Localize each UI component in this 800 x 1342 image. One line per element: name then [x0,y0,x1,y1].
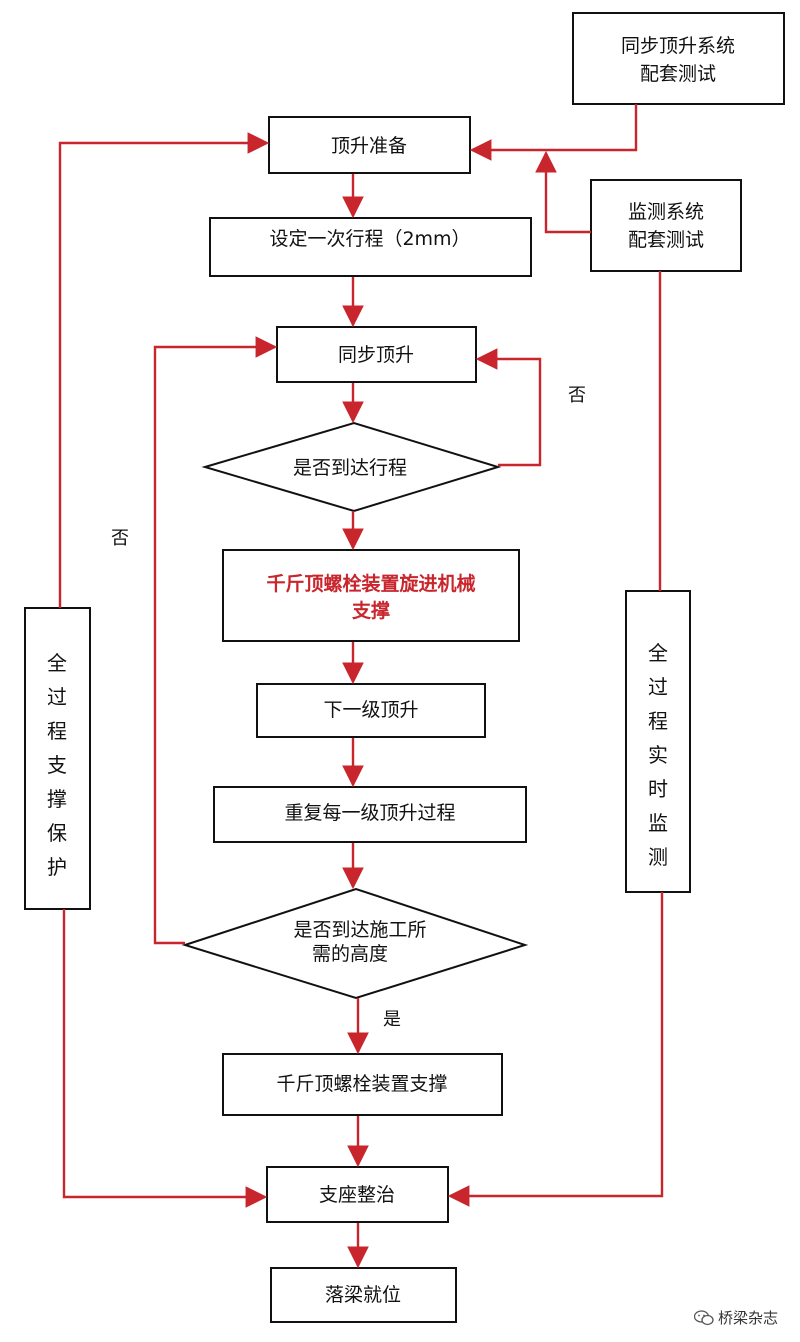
edge-full-support-to-bearing [62,909,268,1208]
watermark: 桥梁杂志 [693,1307,778,1328]
node-repeat-label: 重复每一级顶升过程 [284,802,455,824]
node-repeat: 重复每一级顶升过程 [213,786,527,843]
node-screw-mech-support-line1: 千斤顶螺栓装置旋进机械 [266,572,475,595]
edge-realtime-to-bearing [447,892,664,1207]
realtime-monitor-char-2: 过 [648,675,668,699]
watermark-text: 桥梁杂志 [717,1309,778,1327]
realtime-monitor-char-7: 测 [648,845,668,869]
node-set-stroke: 设定一次行程（2mm） [209,217,532,277]
node-bolt-support-label: 千斤顶螺栓装置支撑 [276,1073,447,1095]
realtime-monitor-char-3: 程 [648,709,668,733]
node-screw-mech-support: 千斤顶螺栓装置旋进机械 支撑 [222,549,520,642]
node-reached-height: 是否到达施工所 需的高度 [181,887,529,1000]
node-reached-stroke: 是否到达行程 [201,421,502,513]
node-reached-stroke-label: 是否到达行程 [293,457,407,479]
edge-label-yes: 是 [383,1009,401,1030]
node-landing-label: 落梁就位 [325,1284,401,1306]
node-reached-height-line1: 是否到达施工所 [293,919,426,941]
node-sync-system-test-line1: 同步顶升系统 [621,35,735,57]
edge-decision1-no-loop [475,348,542,467]
node-monitor-system-test-line1: 监测系统 [628,201,704,223]
realtime-monitor-char-4: 实 [648,743,668,767]
node-sync-system-test: 同步顶升系统 配套测试 [572,12,785,105]
realtime-monitor-char-1: 全 [648,641,668,665]
node-prep-label: 顶升准备 [331,135,407,157]
full-support-char-4: 支 [47,753,67,777]
node-set-stroke-label: 设定一次行程（2mm） [269,228,470,250]
realtime-monitor-char-5: 时 [648,777,668,801]
node-sync-lift: 同步顶升 [276,326,477,383]
full-support-char-1: 全 [47,651,67,675]
full-support-char-3: 程 [47,719,67,743]
full-support-char-6: 保 [47,821,67,845]
node-screw-mech-support-line2: 支撑 [351,599,390,622]
node-monitor-system-test-line2: 配套测试 [628,229,704,251]
node-prep: 顶升准备 [268,116,471,174]
node-bolt-support: 千斤顶螺栓装置支撑 [222,1053,503,1116]
edge-label-no-right: 否 [568,385,586,406]
node-sync-system-test-line2: 配套测试 [640,63,716,85]
full-support-char-7: 护 [47,855,67,879]
node-full-support: 全 过 程 支 撑 保 护 [24,607,91,910]
edge-monitor-test-to-prep [535,150,591,234]
node-realtime-monitor: 全 过 程 实 时 监 测 [625,590,691,893]
node-landing: 落梁就位 [270,1267,457,1323]
edge-decision2-no-loop [153,336,278,945]
edge-label-no-left: 否 [111,528,129,549]
node-reached-height-line2: 需的高度 [312,943,388,965]
node-sync-lift-label: 同步顶升 [338,344,414,366]
realtime-monitor-char-6: 监 [648,811,668,835]
full-support-char-2: 过 [47,685,67,709]
edge-full-support-to-prep [58,132,270,608]
wechat-icon [693,1309,714,1325]
node-monitor-system-test: 监测系统 配套测试 [590,179,742,272]
node-bearing: 支座整治 [266,1166,449,1223]
full-support-char-5: 撑 [47,787,67,811]
node-bearing-label: 支座整治 [319,1184,395,1206]
node-next-lift-label: 下一级顶升 [323,699,418,721]
node-next-lift: 下一级顶升 [256,683,486,738]
edge-sync-test-to-prep [469,104,638,161]
